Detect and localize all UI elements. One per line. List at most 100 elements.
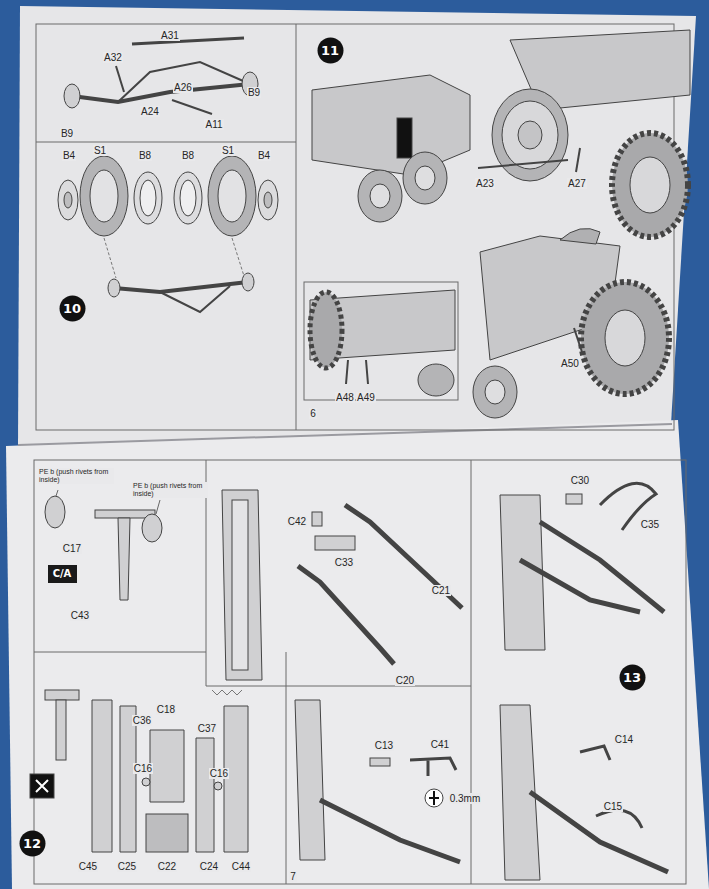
column-half (92, 700, 112, 852)
part-number: B9 (247, 87, 261, 98)
loader-arm (298, 566, 394, 664)
axle (72, 84, 250, 102)
axle-brace (118, 62, 250, 102)
part-number: C20 (395, 675, 415, 686)
panel-frames (34, 24, 686, 884)
direction-chevrons (212, 690, 242, 695)
column-half (224, 706, 248, 852)
steering-arm (116, 66, 124, 92)
front-wheel (403, 152, 447, 204)
tyre (90, 170, 118, 222)
loader-column (222, 490, 262, 680)
part-number: C14 (614, 734, 634, 745)
step-number-text: 10 (63, 302, 81, 315)
pin (142, 778, 150, 786)
part-number: B8 (181, 150, 195, 161)
rear-tyre (581, 282, 669, 394)
loader-arm (530, 792, 668, 872)
step-number: 13 (619, 664, 646, 691)
hub-cap (264, 192, 272, 208)
part-number: B4 (257, 150, 271, 161)
bracket (142, 514, 162, 542)
step-circle (19, 830, 45, 856)
front-wheel (518, 121, 542, 149)
step-number-text: 11 (321, 44, 339, 57)
part-number: A49 (356, 392, 376, 403)
panel-frame (304, 282, 458, 400)
loader-arm (320, 800, 460, 862)
hub-cap (64, 192, 72, 208)
part-number: 7 (289, 871, 297, 882)
part-number: 0.3mm (449, 793, 482, 804)
handle-top (45, 690, 79, 700)
part-number: C37 (197, 723, 217, 734)
step-circle (59, 295, 85, 321)
assembly-line (104, 238, 116, 278)
step-circle (317, 37, 343, 63)
loader-drawing (30, 483, 668, 880)
assembly-note: PE b (push rivets from inside) (38, 468, 114, 483)
part-number: A24 (140, 106, 160, 117)
small-part (346, 360, 368, 384)
part-number: A23 (475, 178, 495, 189)
hub (108, 279, 120, 297)
part-number: C42 (287, 516, 307, 527)
part-number: C16 (133, 763, 153, 774)
part-number: C36 (132, 715, 152, 726)
part-number: S1 (93, 145, 107, 156)
step-number: 11 (317, 37, 344, 64)
part-number: C16 (209, 768, 229, 779)
part-number: C45 (78, 861, 98, 872)
column-half (120, 706, 136, 852)
panel-divider (296, 24, 297, 430)
axle-brace (160, 286, 230, 312)
step-number: 12 (19, 830, 46, 857)
hook (596, 810, 642, 828)
front-wheel (415, 166, 435, 190)
part-number: C25 (117, 861, 137, 872)
column-half (196, 738, 214, 852)
part-number: B9 (60, 128, 74, 139)
seat (560, 228, 600, 244)
panel-divider (206, 686, 471, 687)
pin (214, 782, 222, 790)
loader-column (295, 700, 325, 860)
tyre (218, 170, 246, 222)
assembly-line (232, 238, 244, 276)
drill-icon (425, 789, 443, 807)
part-number: A50 (560, 358, 580, 369)
small-part (312, 512, 322, 526)
hub-cap (258, 180, 278, 220)
small-part (580, 746, 610, 760)
part-number: C30 (570, 475, 590, 486)
loader-arm (345, 505, 462, 608)
step-number-text: 13 (623, 671, 641, 684)
small-part (574, 328, 582, 352)
rear-tyre (612, 133, 688, 237)
part-number: A26 (173, 82, 193, 93)
part-number: C22 (157, 861, 177, 872)
column-half (150, 730, 184, 802)
panel-divider (36, 142, 296, 143)
hub (242, 273, 254, 291)
base-block (146, 814, 188, 852)
loader-arm (520, 560, 640, 612)
glue-icon (36, 780, 48, 792)
part-number: C24 (199, 861, 219, 872)
tie-rod (132, 38, 244, 44)
radiator (397, 118, 412, 158)
loader-column (232, 500, 248, 670)
part-number: C17 (62, 543, 82, 554)
plate (315, 536, 355, 550)
part-number: C21 (431, 585, 451, 596)
step-number: C/A (48, 565, 77, 583)
part-number: C18 (156, 704, 176, 715)
note-box (48, 565, 77, 583)
rim (134, 172, 162, 224)
part-number: C33 (334, 557, 354, 568)
part-number: A32 (103, 52, 123, 63)
rear-wheel (630, 157, 670, 213)
handle-stem (56, 700, 66, 760)
